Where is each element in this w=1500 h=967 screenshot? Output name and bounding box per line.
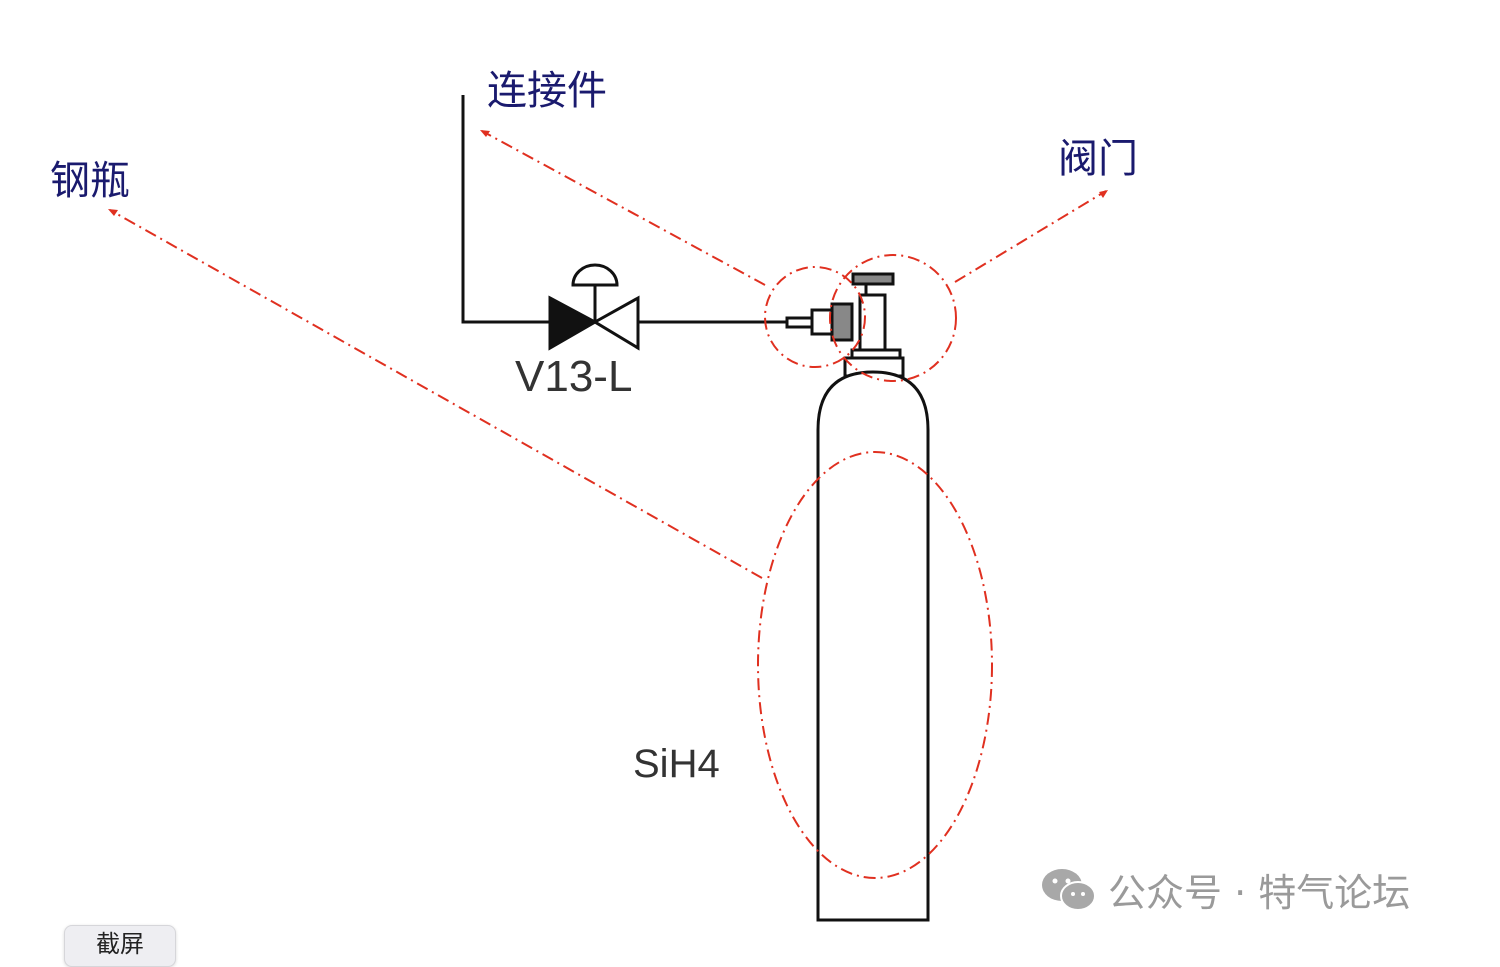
- label-connector: 连接件: [487, 68, 607, 114]
- screenshot-button[interactable]: 截屏: [64, 925, 176, 967]
- watermark: 公众号 · 特气论坛: [1040, 862, 1410, 917]
- wechat-icon: [1042, 868, 1096, 911]
- cylinder-arrow: [109, 209, 763, 579]
- connector-highlight: [764, 266, 866, 368]
- gas-tag: SiH4: [633, 742, 720, 786]
- watermark-text: 公众号 · 特气论坛: [1108, 871, 1411, 915]
- label-valve: 阀门: [1058, 136, 1138, 182]
- pipe-line: [461, 95, 790, 324]
- cylinder-highlight: [757, 451, 993, 879]
- valve-arrow: [954, 190, 1107, 283]
- connector-arrow: [481, 130, 766, 286]
- valve-highlight: [829, 254, 957, 382]
- valve-tag: V13-L: [515, 352, 633, 401]
- gas-cylinder: [816, 370, 930, 922]
- label-cylinder: 钢瓶: [50, 158, 130, 204]
- connector-fitting: [785, 302, 854, 342]
- valve-symbol: [548, 263, 640, 351]
- cylinder-valve: [843, 272, 905, 378]
